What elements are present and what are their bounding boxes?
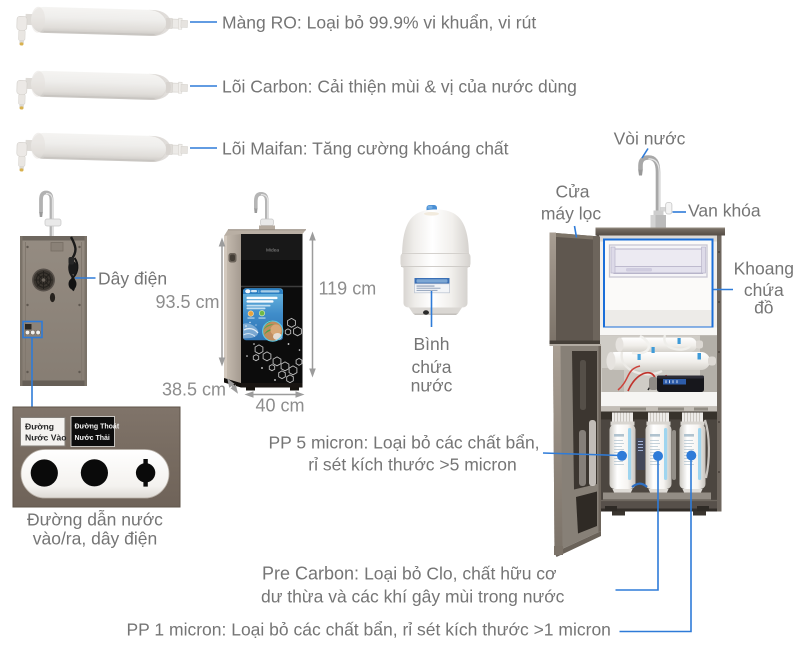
- svg-text:Lõi Carbon: Cải thiện mùi & vị: Lõi Carbon: Cải thiện mùi & vị của nước …: [222, 77, 577, 97]
- svg-text:Vòi nước: Vòi nước: [614, 129, 686, 149]
- svg-text:93.5 cm: 93.5 cm: [156, 292, 220, 312]
- svg-text:rỉ sét kích thước >5 micron: rỉ sét kích thước >5 micron: [308, 455, 516, 475]
- svg-text:Van khóa: Van khóa: [688, 201, 761, 221]
- svg-text:Lõi Maifan: Tăng cường khoáng: Lõi Maifan: Tăng cường khoáng chất: [222, 139, 509, 159]
- svg-text:Bình: Bình: [414, 334, 450, 354]
- svg-text:Đường dẫn nước: Đường dẫn nước: [27, 509, 163, 530]
- svg-text:chứa: chứa: [744, 280, 784, 300]
- svg-text:PP 5 micron: Loại bỏ các chất: PP 5 micron: Loại bỏ các chất bẩn,: [268, 433, 539, 453]
- svg-text:Đường: Đường: [25, 422, 54, 432]
- svg-text:Khoang: Khoang: [734, 259, 794, 279]
- svg-text:dư thừa và các khí gây mùi tro: dư thừa và các khí gây mùi trong nước: [261, 587, 565, 607]
- svg-text:Dây điện: Dây điện: [98, 269, 167, 289]
- svg-text:Pre Carbon: Loại bỏ Clo, chất: Pre Carbon: Loại bỏ Clo, chất hữu cơ: [262, 564, 557, 584]
- svg-text:Cửa: Cửa: [555, 182, 589, 202]
- svg-text:chứa: chứa: [412, 357, 452, 377]
- svg-text:Midea: Midea: [266, 248, 279, 254]
- svg-text:vào/ra, dây điện: vào/ra, dây điện: [33, 529, 158, 549]
- svg-text:PP 1 micron: Loại bỏ các chất: PP 1 micron: Loại bỏ các chất bẩn, rỉ sé…: [127, 620, 611, 640]
- svg-text:40 cm: 40 cm: [256, 396, 305, 416]
- svg-text:Nước Thải: Nước Thải: [75, 435, 110, 442]
- svg-text:đồ: đồ: [754, 298, 773, 318]
- svg-text:máy lọc: máy lọc: [541, 204, 602, 224]
- svg-text:Màng RO: Loại bỏ 99.9% vi khuẩ: Màng RO: Loại bỏ 99.9% vi khuẩn, vi rút: [222, 13, 536, 33]
- svg-text:38.5 cm: 38.5 cm: [162, 380, 226, 400]
- svg-text:Nước Vào: Nước Vào: [25, 433, 66, 443]
- svg-text:nước: nước: [411, 376, 453, 396]
- svg-text:Đường Thoát: Đường Thoát: [75, 424, 120, 431]
- svg-text:119 cm: 119 cm: [319, 279, 377, 299]
